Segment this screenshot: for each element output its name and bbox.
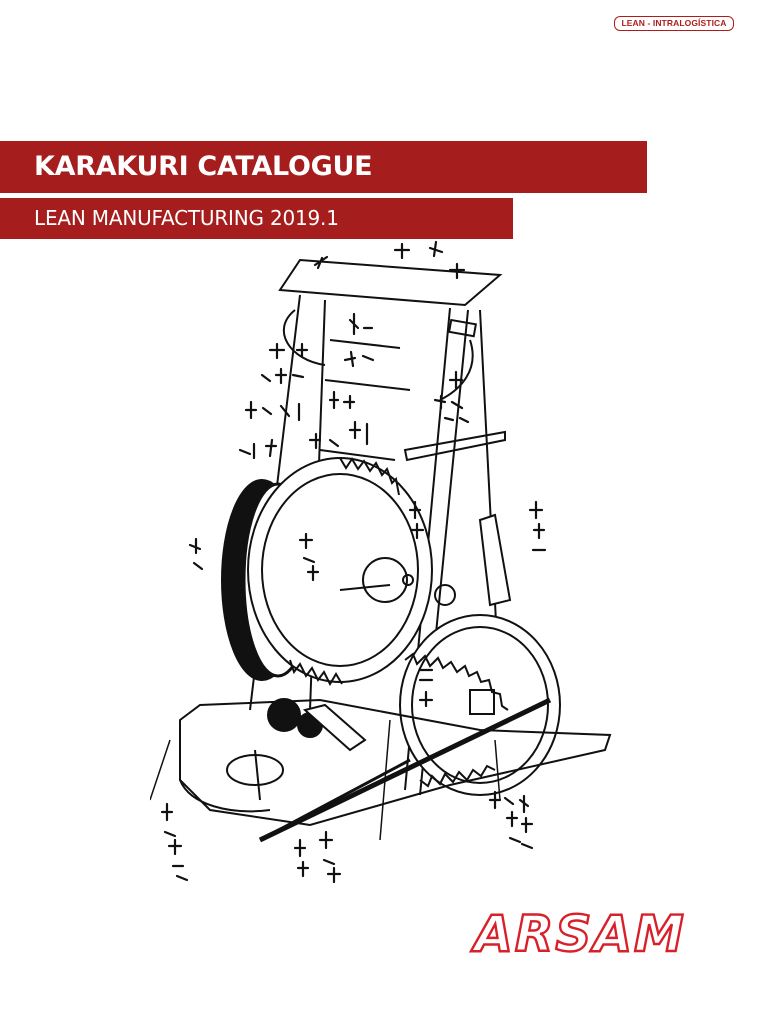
catalogue-title: KARAKURI CATALOGUE: [34, 151, 373, 182]
category-tag: LEAN - INTRALOGÍSTICA: [614, 16, 734, 31]
subtitle-band: LEAN MANUFACTURING 2019.1: [0, 198, 513, 239]
first-gear: [247, 457, 433, 687]
title-band: KARAKURI CATALOGUE: [0, 141, 647, 193]
arsam-logo: ARSAM: [469, 908, 686, 960]
second-gear: [399, 614, 561, 796]
karakuri-illustration: [150, 240, 612, 884]
catalogue-subtitle: LEAN MANUFACTURING 2019.1: [34, 206, 339, 230]
top-plate: [278, 258, 503, 307]
svg-text:ARSAM: ARSAM: [470, 908, 686, 960]
diagonal-rod: [258, 697, 552, 843]
